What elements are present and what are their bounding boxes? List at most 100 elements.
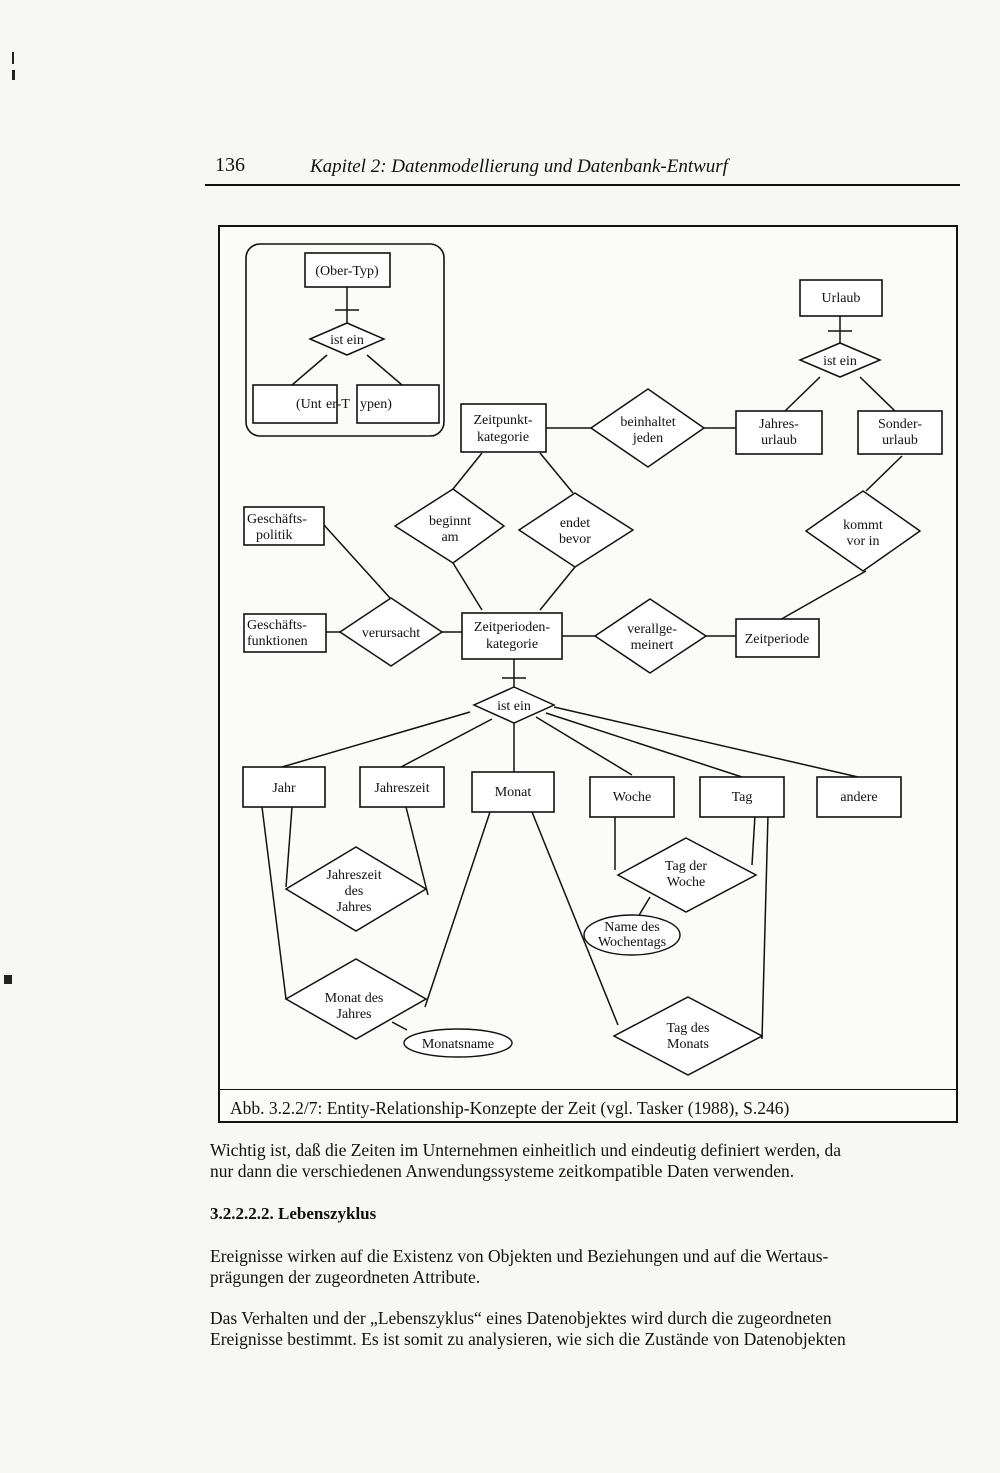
relationship-jahreszeit-des-jahres: Jahreszeit des Jahres	[284, 846, 428, 932]
svg-text:meinert: meinert	[631, 638, 674, 653]
entity-tag: Tag	[699, 776, 785, 818]
relationship-kommt-vor-in: kommt vor in	[804, 490, 922, 572]
legend-sub-types: (Unt er-T ypen)	[252, 384, 440, 424]
svg-text:urlaub: urlaub	[882, 433, 918, 448]
page-header: 136 Kapitel 2: Datenmodellierung und Dat…	[205, 150, 960, 186]
svg-text:Monat des: Monat des	[325, 991, 384, 1006]
svg-text:des: des	[345, 884, 364, 899]
svg-text:ypen): ypen)	[360, 397, 392, 412]
svg-text:bevor: bevor	[559, 532, 591, 547]
relationship-tag-der-woche: Tag der Woche	[616, 837, 758, 913]
scan-mark	[4, 975, 12, 984]
paragraph-3-line-2: Ereignisse bestimmt. Es ist somit zu ana…	[210, 1329, 846, 1349]
relationship-verallgemeinert: verallge- meinert	[593, 598, 708, 674]
entity-geschaeftspolitik: Geschäfts- politik	[243, 506, 325, 546]
relationship-monat-des-jahres: Monat des Jahres	[284, 958, 428, 1040]
svg-text:andere: andere	[840, 790, 877, 805]
svg-text:er-T: er-T	[326, 397, 350, 412]
entity-andere: andere	[816, 776, 902, 818]
svg-text:(Unt: (Unt	[296, 397, 322, 412]
svg-text:Tag: Tag	[732, 790, 753, 805]
svg-text:Name des: Name des	[604, 920, 660, 935]
svg-text:Monats: Monats	[667, 1037, 709, 1052]
entity-sonderurlaub: Sonder- urlaub	[857, 410, 943, 455]
svg-text:Tag der: Tag der	[665, 859, 708, 874]
entity-woche: Woche	[589, 776, 675, 818]
paragraph-2: Ereignisse wirken auf die Existenz von O…	[210, 1246, 962, 1288]
svg-text:ist ein: ist ein	[330, 333, 364, 348]
relationship-beginnt-am: beginnt am	[393, 488, 506, 564]
svg-text:kommt: kommt	[843, 518, 883, 533]
svg-text:vor in: vor in	[846, 534, 879, 549]
svg-text:(Ober-Typ): (Ober-Typ)	[315, 264, 379, 279]
entity-zeitperiodenkategorie: Zeitperioden- kategorie	[461, 612, 563, 660]
svg-text:politik: politik	[256, 528, 293, 543]
attribute-monatsname: Monatsname	[403, 1028, 513, 1058]
svg-text:Jahreszeit: Jahreszeit	[326, 868, 381, 883]
svg-text:funktionen: funktionen	[247, 634, 308, 649]
legend-super-type: (Ober-Typ)	[304, 252, 391, 288]
entity-jahresurlaub: Jahres- urlaub	[735, 410, 823, 455]
entity-urlaub: Urlaub	[799, 279, 883, 317]
svg-text:Sonder-: Sonder-	[878, 417, 922, 432]
svg-text:verallge-: verallge-	[627, 622, 677, 637]
section-heading: 3.2.2.2.2. Lebenszyklus	[210, 1204, 377, 1223]
svg-text:ist ein: ist ein	[497, 699, 531, 714]
svg-text:Jahres: Jahres	[337, 1007, 372, 1022]
relationship-beinhaltet-jeden: beinhaltet jeden	[589, 388, 706, 468]
legend-ist-ein: ist ein	[308, 322, 386, 356]
paragraph-3-line-1: Das Verhalten und der „Lebenszyklus“ ein…	[210, 1308, 832, 1328]
entity-jahreszeit: Jahreszeit	[359, 766, 445, 808]
svg-text:Jahres: Jahres	[337, 900, 372, 915]
er-diagram: (Ober-Typ) ist ein (Unt er-T ypen) Urlau…	[242, 243, 943, 1076]
diagram-connectors	[261, 287, 903, 1040]
entity-zeitpunktkategorie: Zeitpunkt- kategorie	[460, 403, 547, 453]
chapter-title: Kapitel 2: Datenmodellierung und Datenba…	[310, 156, 728, 177]
entity-geschaeftsfunktionen: Geschäfts- funktionen	[243, 613, 327, 653]
relationship-ist-ein-zeitperiode: ist ein	[472, 686, 556, 724]
svg-text:jeden: jeden	[632, 431, 663, 446]
svg-text:Monat: Monat	[495, 785, 532, 800]
paragraph-1-line-2: nur dann die verschiedenen Anwendungssys…	[210, 1161, 795, 1181]
page-number: 136	[215, 154, 245, 176]
svg-text:Zeitperiode: Zeitperiode	[745, 632, 810, 647]
svg-text:Wochentags: Wochentags	[598, 935, 666, 950]
svg-text:kategorie: kategorie	[477, 430, 529, 445]
svg-text:Tag des: Tag des	[667, 1021, 710, 1036]
relationship-ist-ein-urlaub: ist ein	[798, 342, 882, 378]
svg-text:kategorie: kategorie	[486, 637, 538, 652]
svg-text:beinhaltet: beinhaltet	[620, 415, 675, 430]
scan-mark	[12, 52, 14, 64]
figure-caption-row: Abb. 3.2.2/7: Entity-Relationship-Konzep…	[220, 1089, 956, 1124]
paragraph-2-line-2: prägungen der zugeordneten Attribute.	[210, 1267, 481, 1287]
paragraph-2-line-1: Ereignisse wirken auf die Existenz von O…	[210, 1246, 829, 1266]
figure-caption: Abb. 3.2.2/7: Entity-Relationship-Konzep…	[230, 1098, 790, 1118]
legend-box: (Ober-Typ) ist ein (Unt er-T ypen)	[245, 243, 445, 437]
scan-mark	[12, 70, 15, 80]
svg-text:verursacht: verursacht	[362, 626, 420, 641]
entity-jahr: Jahr	[242, 766, 326, 808]
svg-text:beginnt: beginnt	[429, 514, 471, 529]
paragraph-1-line-1: Wichtig ist, daß die Zeiten im Unternehm…	[210, 1140, 842, 1160]
svg-text:Zeitpunkt-: Zeitpunkt-	[473, 413, 532, 428]
svg-text:Jahr: Jahr	[272, 781, 296, 796]
attribute-name-des-wochentags: Name des Wochentags	[583, 914, 681, 956]
svg-text:Jahreszeit: Jahreszeit	[374, 781, 429, 796]
svg-text:endet: endet	[560, 516, 590, 531]
er-diagram-figure: (Ober-Typ) ist ein (Unt er-T ypen) Urlau…	[218, 225, 958, 1123]
svg-text:urlaub: urlaub	[761, 433, 797, 448]
entity-monat: Monat	[471, 771, 555, 813]
entity-zeitperiode: Zeitperiode	[735, 618, 820, 658]
relationship-tag-des-monats: Tag des Monats	[612, 996, 764, 1076]
svg-text:am: am	[441, 530, 458, 545]
svg-text:Woche: Woche	[667, 875, 706, 890]
svg-text:Woche: Woche	[613, 790, 652, 805]
svg-text:Monatsname: Monatsname	[422, 1037, 494, 1052]
svg-text:Jahres-: Jahres-	[759, 417, 799, 432]
paragraph-3: Das Verhalten und der „Lebenszyklus“ ein…	[210, 1308, 962, 1350]
svg-text:Zeitperioden-: Zeitperioden-	[474, 620, 551, 635]
relationship-endet-bevor: endet bevor	[517, 492, 635, 568]
svg-text:Urlaub: Urlaub	[822, 291, 861, 306]
svg-text:Geschäfts-: Geschäfts-	[247, 512, 307, 527]
relationship-verursacht: verursacht	[338, 597, 444, 667]
